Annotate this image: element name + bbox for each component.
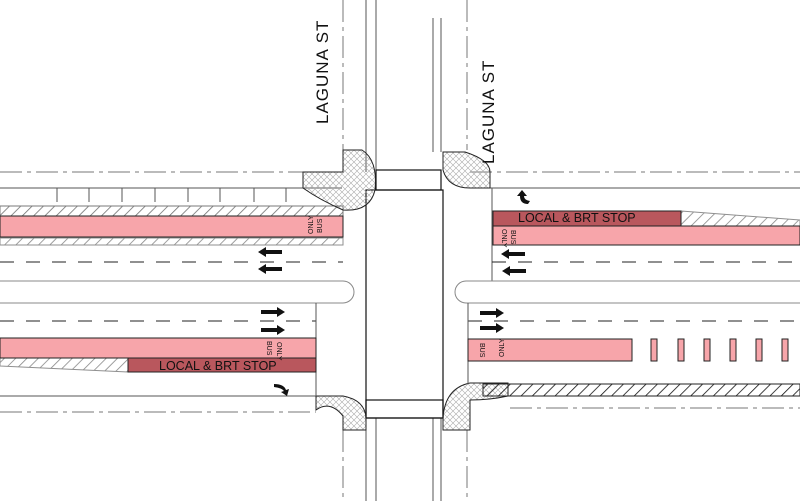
street-label-laguna-east: LAGUNA ST [479, 60, 498, 164]
crosswalk-box [365, 189, 444, 419]
bus-stop-eastbound [127, 357, 317, 373]
laguna-street [342, 0, 468, 501]
bus-stop-label-eastbound: LOCAL & BRT STOP [159, 359, 277, 373]
svg-text:BUS: BUS [509, 230, 516, 245]
turn-arrow-icon [517, 190, 530, 204]
street-label-laguna-west: LAGUNA ST [313, 20, 332, 124]
bus-only-marking: ONLY BUS [308, 215, 324, 234]
svg-text:BUS: BUS [478, 343, 485, 358]
turn-arrow-icon [274, 384, 289, 396]
arrow-right-icon [480, 308, 504, 318]
hatched-buffer [482, 383, 800, 397]
svg-text:ONLY: ONLY [500, 229, 507, 248]
arrow-left-icon [258, 247, 282, 257]
bus-lane-eastbound-east [467, 338, 633, 362]
bus-lane-westbound-west [0, 215, 344, 238]
bus-only-marking: BUS ONLY [478, 338, 506, 358]
bus-lane-westbound-east [492, 225, 800, 246]
bus-only-marking: ONLY BUS [500, 229, 516, 248]
median-east [454, 280, 800, 304]
median-west [0, 280, 355, 304]
svg-text:BUS: BUS [265, 341, 272, 356]
svg-text:BUS: BUS [317, 218, 324, 233]
arrow-right-icon [261, 325, 285, 335]
arrow-left-icon [501, 249, 525, 259]
arrow-right-icon [261, 307, 285, 317]
bus-only-marking: BUS ONLY [265, 341, 282, 361]
bus-lane-skip-marks [650, 338, 789, 362]
svg-text:ONLY: ONLY [499, 338, 506, 357]
arrow-left-icon [502, 266, 526, 276]
svg-text:ONLY: ONLY [308, 215, 315, 234]
arrow-left-icon [258, 264, 282, 274]
bus-stop-label-westbound: LOCAL & BRT STOP [518, 211, 636, 225]
arrow-right-icon [480, 323, 504, 333]
svg-text:ONLY: ONLY [275, 342, 282, 361]
